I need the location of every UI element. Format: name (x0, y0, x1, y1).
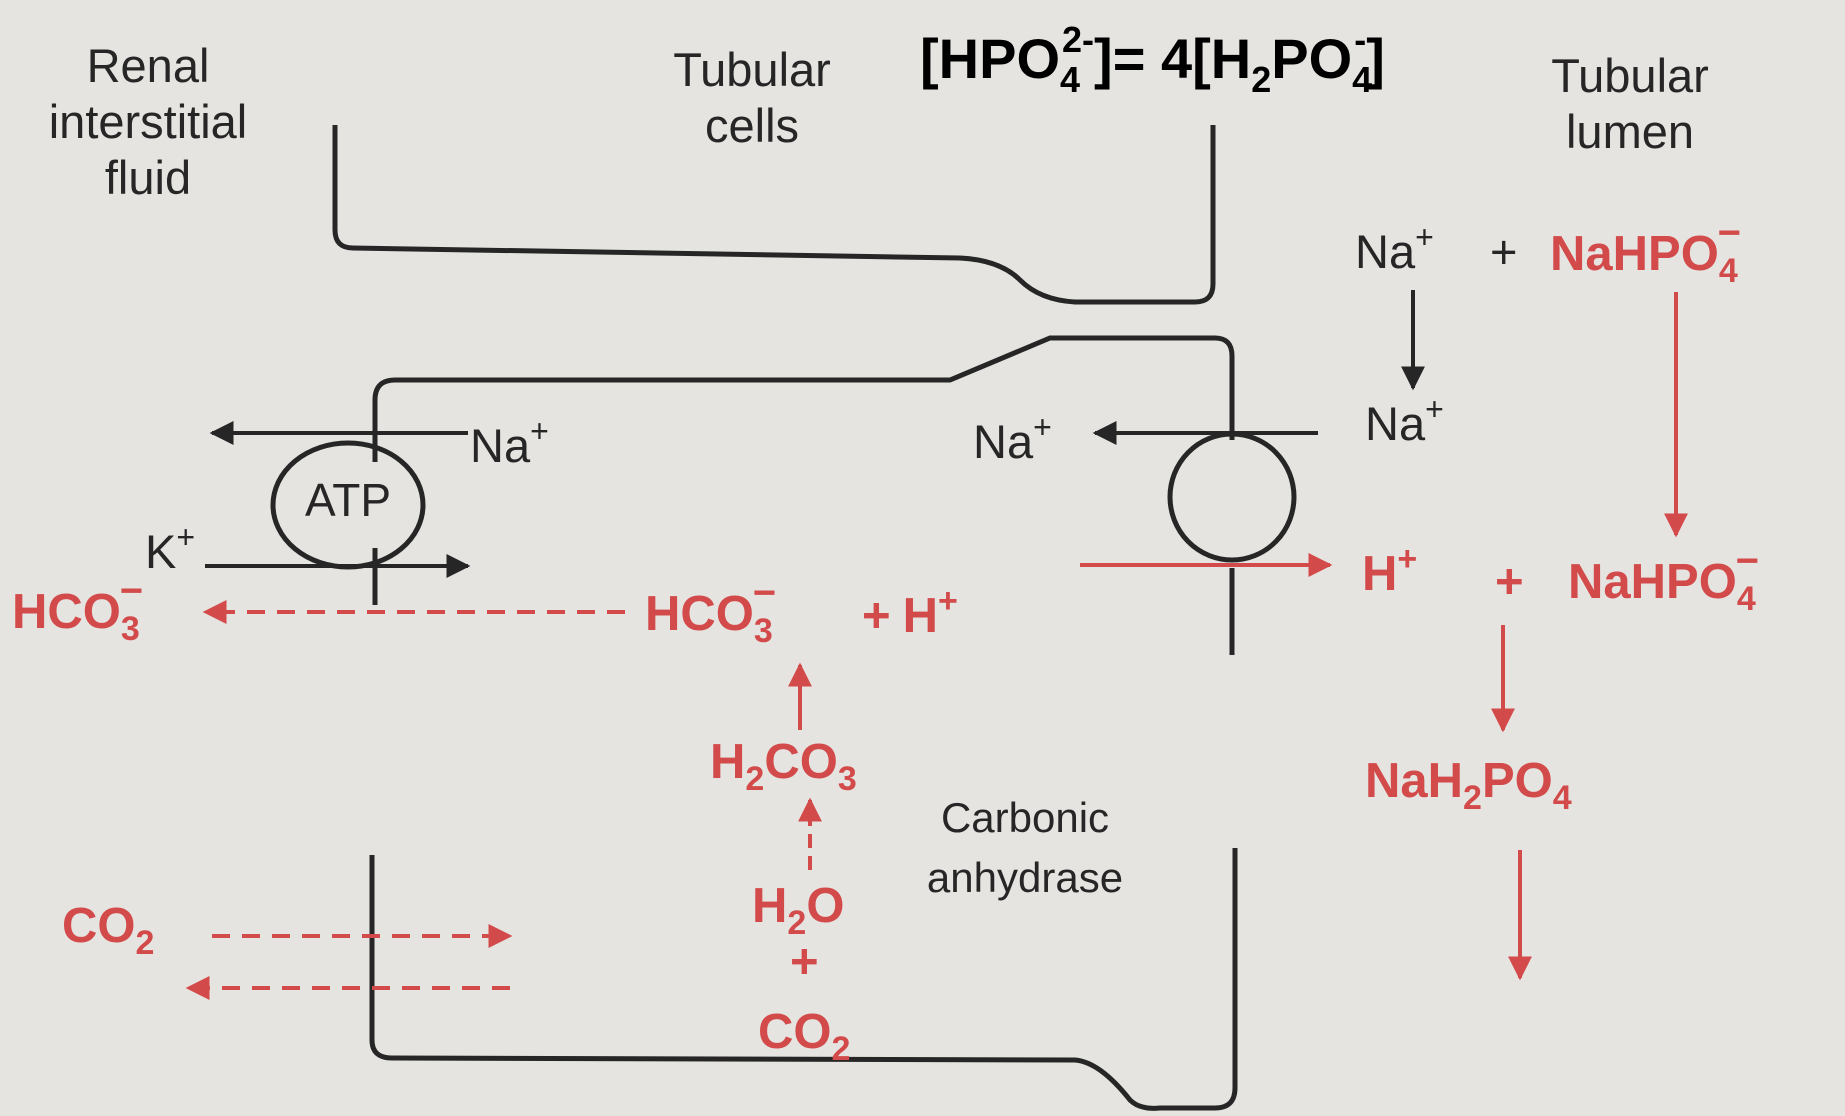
atp-label: ATP (305, 474, 391, 526)
lumen-plus-sign-2: + (1495, 555, 1524, 609)
svg-text:Carbonic: Carbonic (941, 794, 1109, 841)
tubular-cells-line-1: Tubular (673, 43, 831, 96)
k-plus-label: K+ (145, 519, 195, 578)
lumen-nahpo4-top: NaHPO4− (1550, 211, 1741, 290)
svg-text:anhydrase: anhydrase (927, 854, 1123, 901)
phosphate-ratio-equation: [HPO42-]= 4[H2PO4-] (920, 19, 1385, 100)
tubular-cells-label: Tubular cells (673, 43, 831, 152)
main-cell-lower-outline (369, 848, 1238, 1111)
tubular-cells-line-2: cells (705, 99, 799, 152)
tubular-lumen-line-1: Tubular (1551, 49, 1709, 102)
upper-cell-outline (332, 125, 1216, 305)
lumen-nahpo4-middle: NaHPO4− (1568, 539, 1759, 618)
h2co3-label: H2CO3 (710, 735, 857, 798)
renal-line-1: Renal (87, 39, 210, 92)
cell-plus-h-label: +H+ (862, 582, 958, 643)
lumen-na-plus: Na+ (1355, 219, 1434, 278)
antiporter-circle (1167, 431, 1297, 563)
na-out-label: Na+ (470, 413, 549, 472)
carbonic-anhydrase-label: Carbonic anhydrase (927, 794, 1123, 901)
lumen-na-plus-2: Na+ (1365, 391, 1444, 450)
lumen-nah2po4: NaH2PO4 (1365, 754, 1572, 817)
cell-hco3-label: HCO3− (645, 571, 776, 650)
renal-line-3: fluid (105, 151, 191, 204)
renal-line-2: interstitial (49, 95, 248, 148)
h2o-label: H2O (752, 879, 844, 942)
cell-co2-label: CO2 (758, 1005, 850, 1068)
tubular-lumen-label: Tubular lumen (1551, 49, 1709, 158)
main-cell-outline (372, 335, 1235, 462)
h2o-co2-plus: + (790, 935, 819, 989)
renal-interstitial-label: Renal interstitial fluid (49, 39, 248, 204)
lumen-h-plus: H+ (1362, 540, 1417, 601)
tubular-lumen-line-2: lumen (1566, 105, 1694, 158)
interstitial-hco3-label: HCO3− (12, 569, 143, 648)
na-cell-label: Na+ (973, 409, 1052, 468)
lumen-plus-sign: + (1490, 225, 1517, 278)
interstitial-co2-label: CO2 (62, 899, 154, 962)
